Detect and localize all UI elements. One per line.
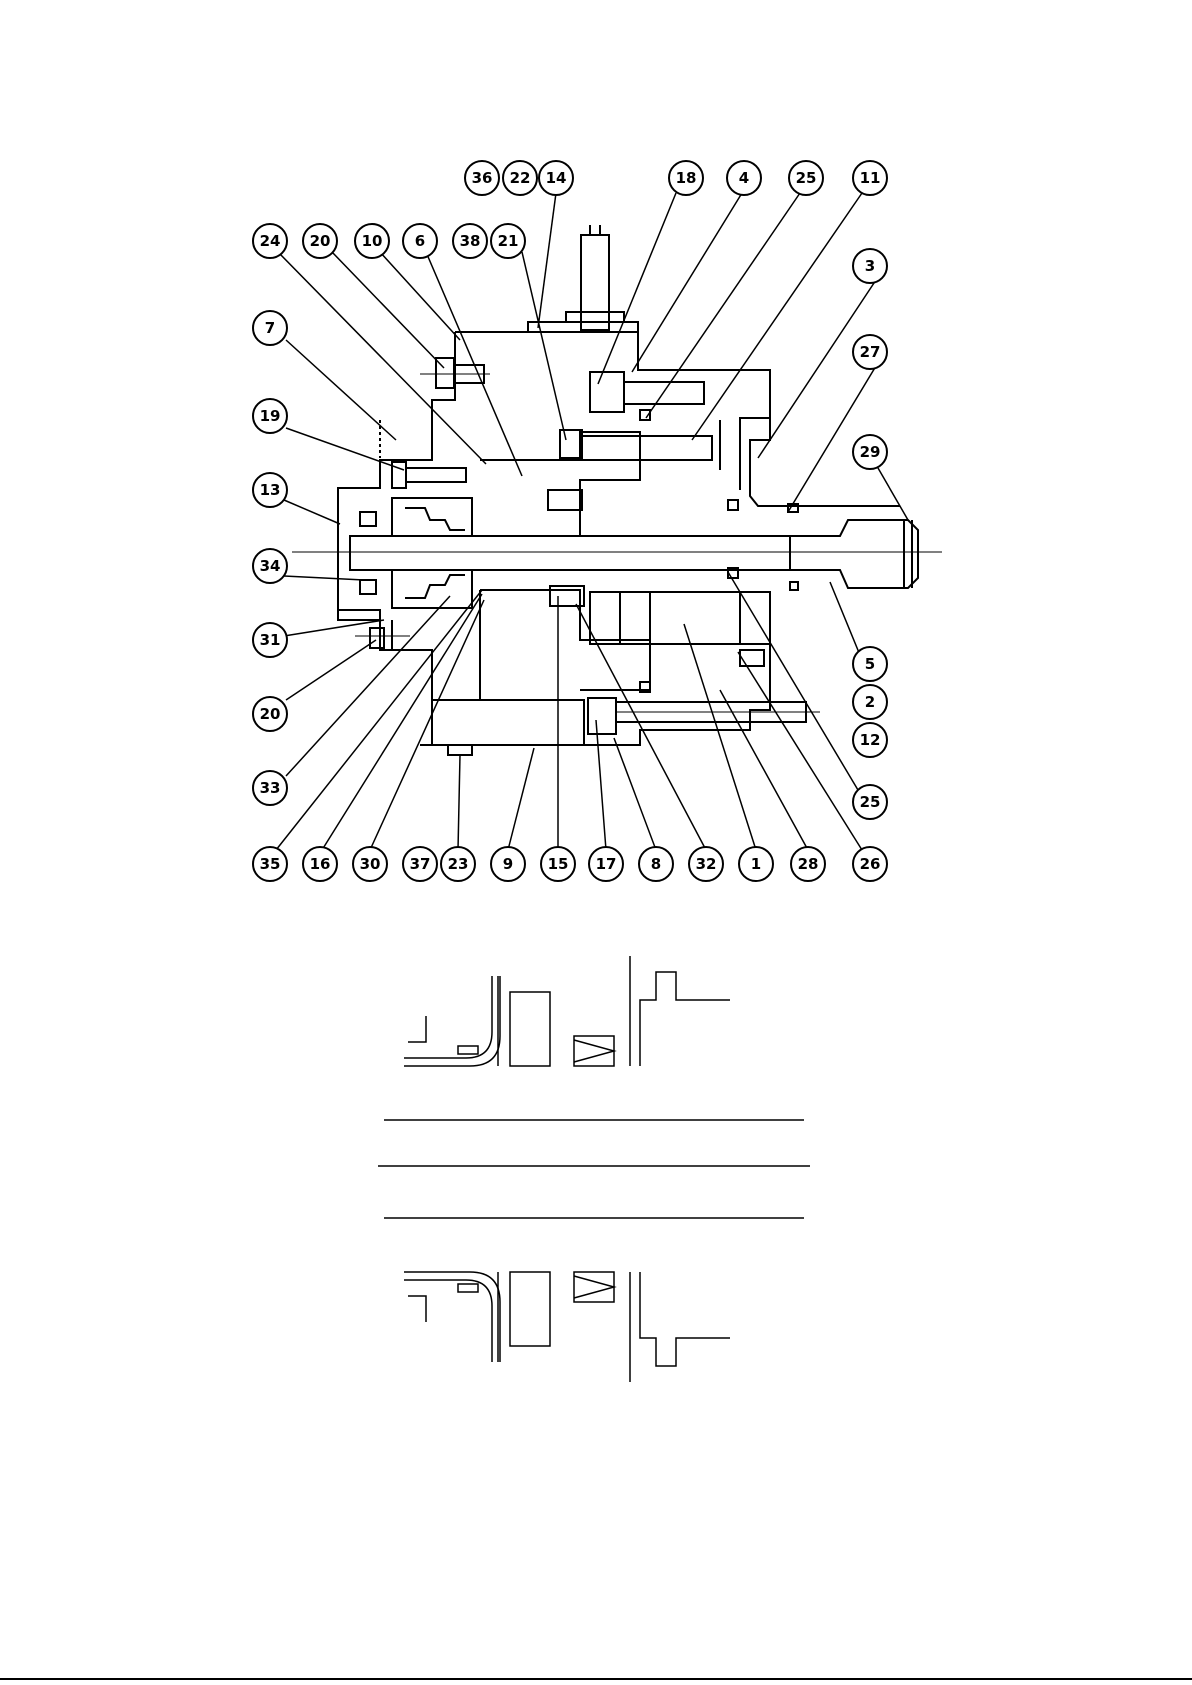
callout-number: 20	[260, 705, 281, 723]
detail-view	[378, 956, 810, 1382]
callout-number: 13	[260, 481, 281, 499]
leader-lines	[276, 193, 908, 850]
callout-number: 7	[265, 319, 275, 337]
callout-number: 31	[260, 631, 281, 649]
callout-8: 8	[639, 847, 673, 881]
callout-4: 4	[727, 161, 761, 195]
callout-number: 30	[360, 855, 381, 873]
callout-38: 38	[453, 224, 487, 258]
callout-number: 36	[472, 169, 493, 187]
callout-12: 12	[853, 723, 887, 757]
callout-number: 17	[596, 855, 617, 873]
callout-number: 38	[460, 232, 481, 250]
callout-11: 11	[853, 161, 887, 195]
callout-5: 5	[853, 647, 887, 681]
callout-number: 1	[751, 855, 761, 873]
callout-number: 4	[739, 169, 749, 187]
callout-26: 26	[853, 847, 887, 881]
callout-15: 15	[541, 847, 575, 881]
callout-35: 35	[253, 847, 287, 881]
callout-3: 3	[853, 249, 887, 283]
callout-33: 33	[253, 771, 287, 805]
callout-29: 29	[853, 435, 887, 469]
callout-number: 12	[860, 731, 881, 749]
callout-number: 2	[865, 693, 875, 711]
callout-number: 28	[798, 855, 819, 873]
callout-14: 14	[539, 161, 573, 195]
callout-10: 10	[355, 224, 389, 258]
callout-28: 28	[791, 847, 825, 881]
callout-27: 27	[853, 335, 887, 369]
callout-32: 32	[689, 847, 723, 881]
callout-36: 36	[465, 161, 499, 195]
callout-number: 9	[503, 855, 513, 873]
callout-6: 6	[403, 224, 437, 258]
callout-number: 21	[498, 232, 519, 250]
callout-7: 7	[253, 311, 287, 345]
callout-25: 25	[789, 161, 823, 195]
callout-number: 15	[548, 855, 569, 873]
callout-number: 18	[676, 169, 697, 187]
callout-number: 3	[865, 257, 875, 275]
callout-number: 34	[260, 557, 281, 575]
callout-30: 30	[353, 847, 387, 881]
callout-13: 13	[253, 473, 287, 507]
callout-number: 33	[260, 779, 281, 797]
callout-number: 11	[860, 169, 881, 187]
callout-17: 17	[589, 847, 623, 881]
callout-number: 27	[860, 343, 881, 361]
callout-20: 20	[303, 224, 337, 258]
callout-2: 2	[853, 685, 887, 719]
callout-1: 1	[739, 847, 773, 881]
callout-23: 23	[441, 847, 475, 881]
callout-37: 37	[403, 847, 437, 881]
callout-18: 18	[669, 161, 703, 195]
callout-number: 29	[860, 443, 881, 461]
callout-number: 5	[865, 655, 875, 673]
callout-number: 6	[415, 232, 425, 250]
callout-24: 24	[253, 224, 287, 258]
callout-number: 25	[860, 793, 881, 811]
callout-number: 23	[448, 855, 469, 873]
callout-number: 8	[651, 855, 661, 873]
callout-number: 32	[696, 855, 717, 873]
callout-number: 16	[310, 855, 331, 873]
callout-number: 26	[860, 855, 881, 873]
callout-number: 37	[410, 855, 431, 873]
bottom-rule	[0, 1678, 1192, 1680]
main-section-view	[292, 225, 942, 755]
callout-number: 35	[260, 855, 281, 873]
callout-number: 14	[546, 169, 567, 187]
callout-number: 22	[510, 169, 531, 187]
callout-number: 10	[362, 232, 383, 250]
callout-9: 9	[491, 847, 525, 881]
callout-31: 31	[253, 623, 287, 657]
callout-22: 22	[503, 161, 537, 195]
callout-20: 20	[253, 697, 287, 731]
callout-number: 24	[260, 232, 281, 250]
callout-19: 19	[253, 399, 287, 433]
callout-21: 21	[491, 224, 525, 258]
callout-34: 34	[253, 549, 287, 583]
callout-25: 25	[853, 785, 887, 819]
callout-number: 19	[260, 407, 281, 425]
callout-number: 20	[310, 232, 331, 250]
callout-number: 25	[796, 169, 817, 187]
callout-16: 16	[303, 847, 337, 881]
